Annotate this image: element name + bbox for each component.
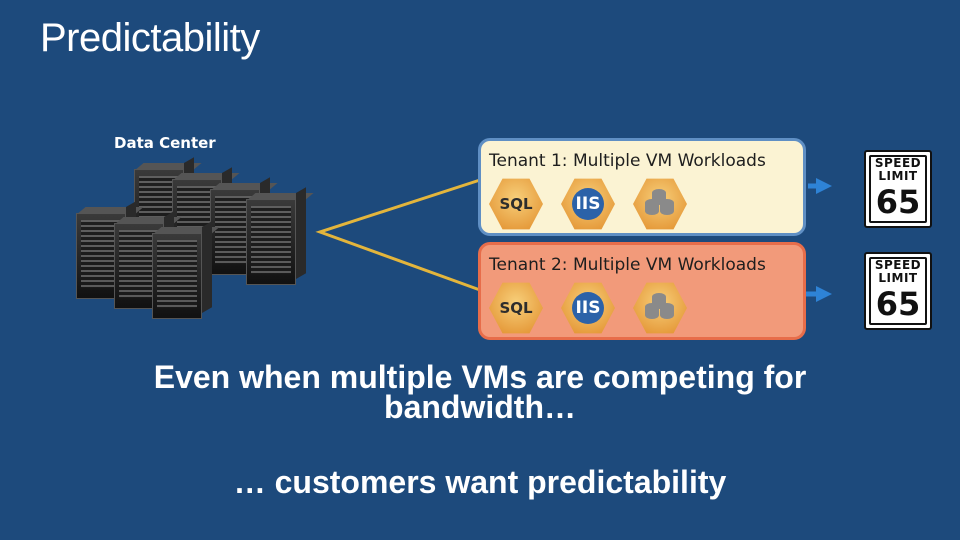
tenant2-arrowhead-icon	[816, 286, 832, 302]
tenant-2-box: Tenant 2: Multiple VM Workloads SQL IIS	[478, 242, 806, 340]
server-icon	[152, 221, 220, 319]
database-icon	[633, 281, 687, 335]
speed-limit-value: 65	[875, 285, 921, 323]
tagline-text: … customers want predictability	[233, 464, 727, 500]
data-center-servers-icon	[70, 155, 320, 319]
tenant1-arrowhead-icon	[816, 178, 832, 194]
connector-line	[315, 178, 481, 292]
data-center-label: Data Center	[114, 134, 216, 152]
sign-line2: LIMIT	[878, 271, 918, 285]
headline-text: Even when multiple VMs are competing for…	[153, 359, 807, 425]
server-icon	[246, 187, 314, 285]
iis-icon: IIS	[561, 177, 615, 231]
tenant-1-box: Tenant 1: Multiple VM Workloads SQL IIS	[478, 138, 806, 236]
sign-line1: SPEED	[874, 258, 922, 272]
sign-line2: LIMIT	[878, 169, 918, 183]
tenant-1-label: Tenant 1: Multiple VM Workloads	[489, 151, 766, 171]
sql-icon: SQL	[489, 281, 543, 335]
iis-icon: IIS	[561, 281, 615, 335]
speed-limit-value: 65	[875, 183, 921, 221]
sql-icon: SQL	[489, 177, 543, 231]
sign-line1: SPEED	[874, 156, 922, 170]
database-icon	[633, 177, 687, 231]
slide-title: Predictability	[40, 16, 260, 60]
tenant-2-label: Tenant 2: Multiple VM Workloads	[489, 255, 766, 275]
